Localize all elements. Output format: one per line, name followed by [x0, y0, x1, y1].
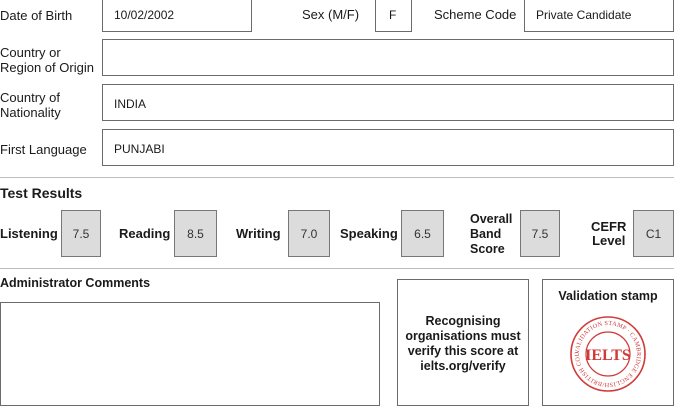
nationality-label: Country of Nationality	[0, 90, 61, 120]
nationality-label-line2: Nationality	[0, 105, 61, 120]
cefr-value-box: C1	[633, 210, 674, 257]
verify-line3: verify this score at	[407, 344, 519, 358]
dob-label: Date of Birth	[0, 8, 73, 23]
scheme-code-value: Private Candidate	[536, 8, 632, 22]
writing-score: 7.0	[300, 226, 318, 241]
first-language-label: First Language	[0, 142, 87, 157]
writing-score-box: 7.0	[288, 210, 330, 257]
cefr-label-line2: Level	[592, 233, 626, 248]
overall-score: 7.5	[531, 226, 549, 241]
reading-score-box: 8.5	[174, 210, 217, 257]
sex-field[interactable]: F	[375, 0, 412, 32]
cefr-level-label: CEFR Level	[591, 220, 626, 248]
cefr-label-line1: CEFR	[591, 219, 627, 234]
speaking-label: Speaking	[340, 226, 398, 241]
first-language-field[interactable]: PUNJABI	[102, 129, 674, 166]
dob-value: 10/02/2002	[114, 8, 175, 22]
first-language-value: PUNJABI	[114, 142, 165, 156]
listening-score-box: 7.5	[61, 210, 101, 257]
admin-comments-box[interactable]	[0, 302, 380, 406]
verify-line2: organisations must	[405, 329, 521, 343]
origin-label: Country or Region of Origin	[0, 45, 94, 75]
overall-label-line2: Band	[470, 227, 502, 241]
divider-bottom	[0, 268, 674, 269]
nationality-value: INDIA	[114, 97, 147, 111]
test-results-heading: Test Results	[0, 185, 83, 201]
overall-label-line1: Overall	[470, 212, 513, 226]
stamp-center-text: IELTS	[585, 347, 631, 364]
verify-notice-box: Recognising organisations must verify th…	[397, 279, 529, 406]
reading-score: 8.5	[187, 226, 204, 241]
speaking-score: 6.5	[414, 226, 431, 241]
divider-top	[0, 177, 674, 178]
overall-band-label: Overall Band Score	[470, 212, 512, 257]
sex-value: F	[389, 8, 397, 22]
validation-stamp-seal: VALIDATION STAMP · CAMBRIDGE ENGLISH/BRI…	[568, 314, 646, 392]
scheme-code-label: Scheme Code	[434, 7, 517, 22]
stamp-inner-ring	[585, 331, 631, 377]
speaking-score-box: 6.5	[401, 210, 444, 257]
origin-field[interactable]	[102, 39, 674, 76]
origin-label-line2: Region of Origin	[0, 60, 94, 75]
verify-notice-text: Recognising organisations must verify th…	[398, 314, 528, 374]
stamp-outer-ring	[570, 316, 646, 392]
origin-label-line1: Country or	[0, 45, 61, 60]
sex-label: Sex (M/F)	[302, 7, 360, 22]
scheme-code-field[interactable]: Private Candidate	[524, 0, 674, 32]
overall-score-box: 7.5	[520, 210, 560, 257]
validation-stamp-box: Validation stamp VALIDATION STAMP · CAMB…	[542, 279, 674, 406]
nationality-field[interactable]: INDIA	[102, 84, 674, 121]
overall-label-line3: Score	[470, 242, 505, 256]
admin-comments-heading: Administrator Comments	[0, 276, 151, 290]
reading-label: Reading	[119, 226, 171, 241]
dob-field[interactable]: 10/02/2002	[102, 0, 252, 32]
cefr-value: C1	[645, 226, 662, 241]
listening-label: Listening	[0, 226, 58, 241]
verify-line4: ielts.org/verify	[420, 359, 506, 373]
nationality-label-line1: Country of	[0, 90, 60, 105]
verify-line1: Recognising	[425, 314, 501, 328]
writing-label: Writing	[236, 226, 281, 241]
listening-score: 7.5	[72, 226, 90, 241]
validation-stamp-heading: Validation stamp	[558, 289, 658, 303]
